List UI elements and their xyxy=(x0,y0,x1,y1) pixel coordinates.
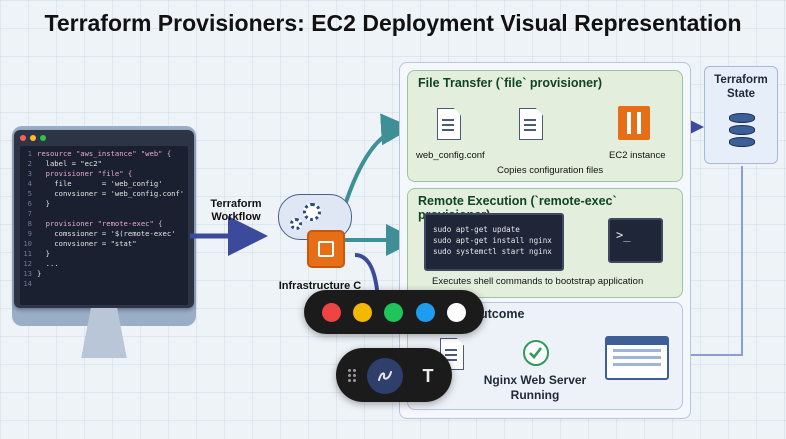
outcome-title: utcome xyxy=(480,307,525,321)
code-line: 5 convsioner = 'web_config.conf' xyxy=(20,189,188,199)
code-line: 7 xyxy=(20,209,188,219)
yellow-color-swatch[interactable] xyxy=(353,302,373,322)
pen-tool-button[interactable] xyxy=(367,358,403,394)
white-color-swatch[interactable] xyxy=(446,302,466,322)
code-text: } xyxy=(37,269,42,278)
code-line: 3 provisioner "file" { xyxy=(20,169,188,179)
line-number: 2 xyxy=(27,159,32,168)
code-text: comssioner = '$(remote-exec' xyxy=(37,229,176,238)
aws-chip-icon xyxy=(309,232,343,266)
code-line: 10 convsioner = "stat" xyxy=(20,239,188,249)
terraform-state-box: Terraform State xyxy=(704,66,778,164)
minimize-dot-icon xyxy=(30,135,36,141)
file-transfer-title: File Transfer (`file` provisioner) xyxy=(418,76,603,90)
checkmark-icon xyxy=(523,340,549,366)
code-text: convsioner = "stat" xyxy=(37,239,137,248)
code-line: 12 ... xyxy=(20,259,188,269)
small-gear-icon xyxy=(290,218,302,230)
source-file-icon xyxy=(437,108,461,140)
code-text: label = "ec2" xyxy=(37,159,102,168)
code-text: } xyxy=(37,249,50,258)
terminal-prompt-icon: >_ xyxy=(608,218,663,263)
line-number: 4 xyxy=(27,179,32,188)
gear-icon xyxy=(303,203,321,221)
code-text: } xyxy=(37,199,50,208)
line-number: 13 xyxy=(23,269,32,278)
line-number: 11 xyxy=(23,249,32,258)
line-number: 1 xyxy=(27,149,32,158)
pen-squiggle-icon xyxy=(378,371,392,381)
ec2-instance-icon xyxy=(618,106,650,140)
code-line: 2 label = "ec2" xyxy=(20,159,188,169)
web-server-label: Nginx Web Server Running xyxy=(483,373,587,402)
line-number: 8 xyxy=(27,219,32,228)
workflow-label: Terraform Workflow xyxy=(210,198,262,223)
line-number: 10 xyxy=(23,239,32,248)
ec2-instance-label: EC2 instance xyxy=(609,150,666,161)
file-name-label: web_config.conf xyxy=(416,150,485,161)
copied-file-icon xyxy=(519,108,543,140)
green-color-swatch[interactable] xyxy=(384,302,404,322)
code-text: resource "aws_instance" "web" { xyxy=(37,149,172,158)
code-line: 6 } xyxy=(20,199,188,209)
line-number: 3 xyxy=(27,169,32,178)
code-line: 14 xyxy=(20,279,188,289)
line-number: 7 xyxy=(27,209,32,218)
line-number: 14 xyxy=(23,279,32,288)
code-line: 1 resource "aws_instance" "web" { xyxy=(20,149,188,159)
file-transfer-caption: Copies configuration files xyxy=(497,165,604,176)
remote-exec-caption: Executes shell commands to bootstrap app… xyxy=(432,276,644,287)
code-line: 4 file = 'web_config' xyxy=(20,179,188,189)
code-text: file = 'web_config' xyxy=(37,179,163,188)
line-number: 6 xyxy=(27,199,32,208)
code-text: provisioner "file" { xyxy=(37,169,133,178)
infrastructure-label: Infrastructure C xyxy=(278,280,362,292)
drawing-toolbar: T xyxy=(336,348,452,402)
line-number: 5 xyxy=(27,189,32,198)
line-number: 12 xyxy=(23,259,32,268)
line-number: 9 xyxy=(27,229,32,238)
command-line: sudo apt-get install nginx xyxy=(433,236,552,245)
command-line: sudo apt-get update xyxy=(433,225,520,234)
to-file-transfer-arrow xyxy=(343,113,413,206)
code-line: 9 comssioner = '$(remote-exec' xyxy=(20,229,188,239)
close-dot-icon xyxy=(20,135,26,141)
maximize-dot-icon xyxy=(40,135,46,141)
command-terminal: sudo apt-get update sudo apt-get install… xyxy=(424,213,564,271)
window-controls xyxy=(20,135,46,143)
drag-handle-icon[interactable] xyxy=(348,369,358,382)
color-picker-toolbar xyxy=(304,290,484,334)
page-title: Terraform Provisioners: EC2 Deployment V… xyxy=(44,10,742,36)
state-feedback-line xyxy=(668,166,743,356)
terraform-state-title: Terraform State xyxy=(714,74,768,100)
blue-color-swatch[interactable] xyxy=(415,302,435,322)
code-line: 8 provisioner "remote-exec" { xyxy=(20,219,188,229)
text-tool-button[interactable]: T xyxy=(422,365,434,386)
code-line: 11 } xyxy=(20,249,188,259)
command-line: sudo systemctl start nginx xyxy=(433,247,552,256)
code-text: provisioner "remote-exec" { xyxy=(37,219,163,228)
code-line: 13} xyxy=(20,269,188,279)
red-color-swatch[interactable] xyxy=(322,302,342,322)
code-text: ... xyxy=(37,259,59,268)
database-icon xyxy=(729,113,755,149)
web-server-icon xyxy=(605,336,669,380)
code-text: convsioner = 'web_config.conf' xyxy=(37,189,185,198)
